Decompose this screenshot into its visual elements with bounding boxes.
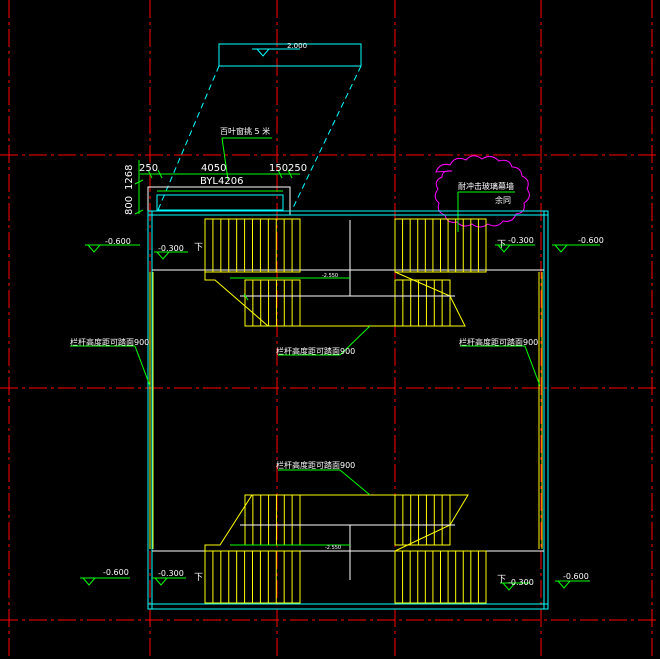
elev-inner-right-top: -0.300 [508, 236, 534, 245]
lower-stair-flights [204, 494, 487, 604]
cloud-note-2: 余同 [495, 195, 511, 205]
dim-150: 150 [269, 163, 288, 174]
upper-stair-flights [204, 218, 487, 327]
elevation-markers [80, 244, 600, 591]
elev-outer-left-bottom: -0.600 [103, 568, 129, 577]
dim-tick-1 [147, 169, 153, 179]
direction-mark-4: 下 [497, 575, 506, 585]
dim-tick-2 [157, 169, 163, 179]
railing-note-upper: 栏杆高度距可踏面900 [276, 346, 355, 356]
outer-wall [147, 210, 549, 610]
top-projection: 2.000 [157, 42, 362, 211]
dim-4050: 4050 [201, 163, 226, 174]
dim-1268: 1268 [124, 165, 135, 190]
direction-mark-3: 下 [194, 573, 203, 583]
dimension-chain [134, 160, 300, 215]
dim-tick-4 [287, 169, 293, 179]
upper-mid-landing [204, 220, 466, 327]
dim-250-right: 250 [288, 163, 307, 174]
beam-tag: BYL4206 [200, 176, 243, 187]
elev-inner-left-bottom: -0.300 [158, 569, 184, 578]
projection-dash-left [157, 65, 220, 211]
lower-mid-landing [204, 494, 469, 580]
side-railings [149, 272, 543, 549]
louver-note: 百叶窗挑 5 米 [220, 126, 270, 136]
revision-cloud [434, 155, 530, 228]
dim-tick-v1 [134, 179, 144, 185]
top-box-elevation: 2.000 [287, 42, 307, 50]
projection-dash-right [291, 65, 362, 211]
direction-mark-2: 下 [497, 240, 506, 250]
dim-800: 800 [124, 196, 135, 215]
elev-inner-right-bottom: -0.300 [508, 578, 534, 587]
dim-250-left: 250 [139, 163, 158, 174]
direction-mark-1: 下 [194, 243, 203, 253]
building-walls [147, 210, 549, 610]
elev-outer-right-bottom: -0.600 [563, 572, 589, 581]
beam-inner [156, 194, 284, 211]
railing-note-left: 栏杆高度距可踏面900 [70, 337, 149, 347]
top-box-level-marker [255, 48, 271, 57]
cloud-note-1: 耐冲击玻璃幕墙 [458, 181, 514, 191]
dim-tick-v2 [134, 209, 144, 215]
landing-mark-top: -2.550 [322, 273, 338, 279]
dim-tick-3 [277, 169, 283, 179]
railing-note-right: 栏杆高度距可踏面900 [459, 337, 538, 347]
elev-inner-left-top: -0.300 [158, 244, 184, 253]
louver-leader-2 [221, 137, 229, 181]
railing-note-lower: 栏杆高度距可踏面900 [276, 460, 355, 470]
elev-outer-left-top: -0.600 [105, 237, 131, 246]
landing-mark-bottom: -2.550 [325, 545, 341, 551]
railing-leaders [70, 325, 541, 496]
elev-outer-right-top: -0.600 [578, 236, 604, 245]
top-box [218, 43, 362, 67]
